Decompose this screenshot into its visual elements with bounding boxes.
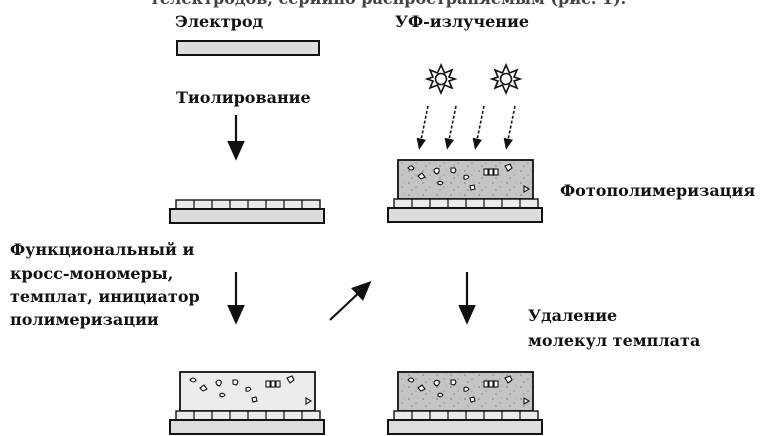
monomers-line: полимеризации	[10, 310, 159, 329]
photopolymerized-electrode	[387, 159, 543, 223]
monomers-line: Функциональный и	[10, 240, 195, 259]
sun-icon	[424, 63, 458, 95]
diagonal-arrow	[329, 280, 372, 321]
removal-line: молекул темплата	[528, 331, 701, 350]
sun-icon	[489, 63, 523, 95]
top-clipped-text: телектродов, серийно распространяемым (р…	[150, 0, 626, 10]
thiolation-label: Тиолирование	[176, 88, 311, 107]
monomers-line: кросс-мономеры,	[10, 264, 174, 283]
uv-radiation-label: УФ-излучение	[395, 12, 530, 31]
photopolymerization-label: Фотополимеризация	[560, 181, 756, 200]
monomers-line: темплат, инициатор	[10, 287, 200, 306]
uv-rays	[416, 105, 516, 150]
electrode-label: Электрод	[175, 12, 264, 31]
removal-line: Удаление	[528, 306, 618, 325]
thiolated-electrode	[169, 199, 325, 224]
bare-electrode	[176, 40, 320, 56]
imprinted-electrode	[387, 371, 543, 435]
monomer-electrode	[169, 371, 325, 435]
